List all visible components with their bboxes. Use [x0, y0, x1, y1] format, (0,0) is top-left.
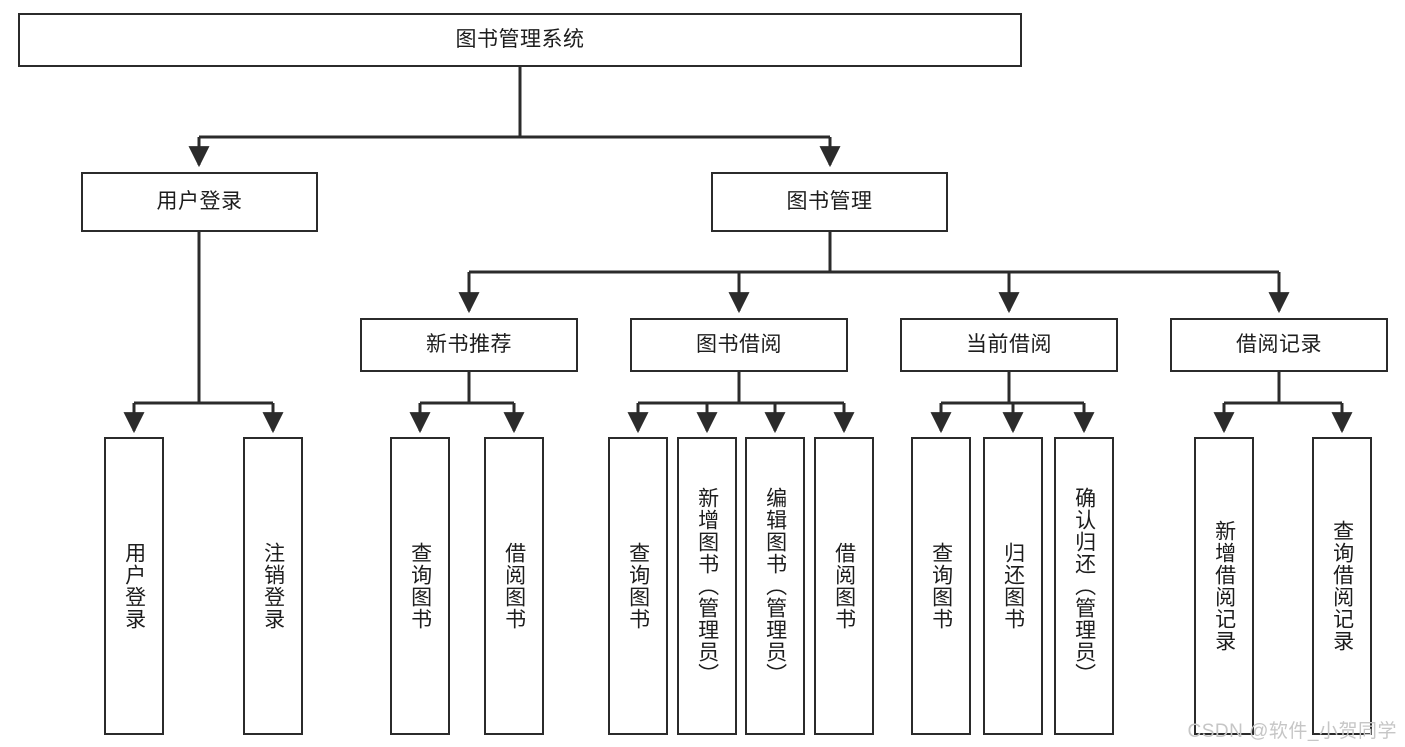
node-root-label: 图书管理系统	[455, 27, 585, 51]
node-current-borrow-label: 当前借阅	[966, 332, 1052, 356]
leaf-node-label: 新增图书（管理员）	[695, 487, 719, 685]
node-book-management[interactable]: 图书管理	[711, 172, 948, 232]
leaf-node[interactable]: 编辑图书（管理员）	[745, 437, 805, 735]
leaf-node-label: 用户登录	[122, 542, 146, 630]
leaf-node-label: 编辑图书（管理员）	[763, 487, 787, 685]
leaf-node[interactable]: 借阅图书	[814, 437, 874, 735]
leaf-node-label: 注销登录	[261, 542, 285, 630]
leaf-node-label: 借阅图书	[502, 542, 526, 630]
leaf-node[interactable]: 新增借阅记录	[1194, 437, 1254, 735]
leaf-node-label: 查询借阅记录	[1330, 520, 1354, 652]
leaf-node[interactable]: 注销登录	[243, 437, 303, 735]
leaf-node[interactable]: 确认归还（管理员）	[1054, 437, 1114, 735]
watermark-text: CSDN @软件_小贺同学	[1187, 721, 1397, 742]
node-new-book-recommend-label: 新书推荐	[426, 332, 512, 356]
node-new-book-recommend[interactable]: 新书推荐	[360, 318, 578, 372]
node-book-management-label: 图书管理	[786, 189, 873, 213]
leaf-node[interactable]: 新增图书（管理员）	[677, 437, 737, 735]
node-user-login[interactable]: 用户登录	[81, 172, 318, 232]
node-book-borrow[interactable]: 图书借阅	[630, 318, 848, 372]
leaf-node-label: 查询图书	[408, 542, 432, 630]
leaf-node[interactable]: 用户登录	[104, 437, 164, 735]
leaf-node[interactable]: 查询借阅记录	[1312, 437, 1372, 735]
leaf-node[interactable]: 查询图书	[911, 437, 971, 735]
leaf-node-label: 确认归还（管理员）	[1072, 487, 1096, 685]
leaf-node[interactable]: 查询图书	[390, 437, 450, 735]
node-borrow-record-label: 借阅记录	[1236, 332, 1322, 356]
leaf-node[interactable]: 借阅图书	[484, 437, 544, 735]
leaf-node-label: 查询图书	[929, 542, 953, 630]
leaf-node-label: 新增借阅记录	[1212, 520, 1236, 652]
node-current-borrow[interactable]: 当前借阅	[900, 318, 1118, 372]
leaf-node-label: 归还图书	[1001, 542, 1025, 630]
leaf-node-label: 借阅图书	[832, 542, 856, 630]
node-user-login-label: 用户登录	[156, 189, 243, 213]
leaf-node-label: 查询图书	[626, 542, 650, 630]
node-borrow-record[interactable]: 借阅记录	[1170, 318, 1388, 372]
node-book-borrow-label: 图书借阅	[696, 332, 782, 356]
node-root-system[interactable]: 图书管理系统	[18, 13, 1022, 67]
leaf-node[interactable]: 归还图书	[983, 437, 1043, 735]
leaf-node[interactable]: 查询图书	[608, 437, 668, 735]
